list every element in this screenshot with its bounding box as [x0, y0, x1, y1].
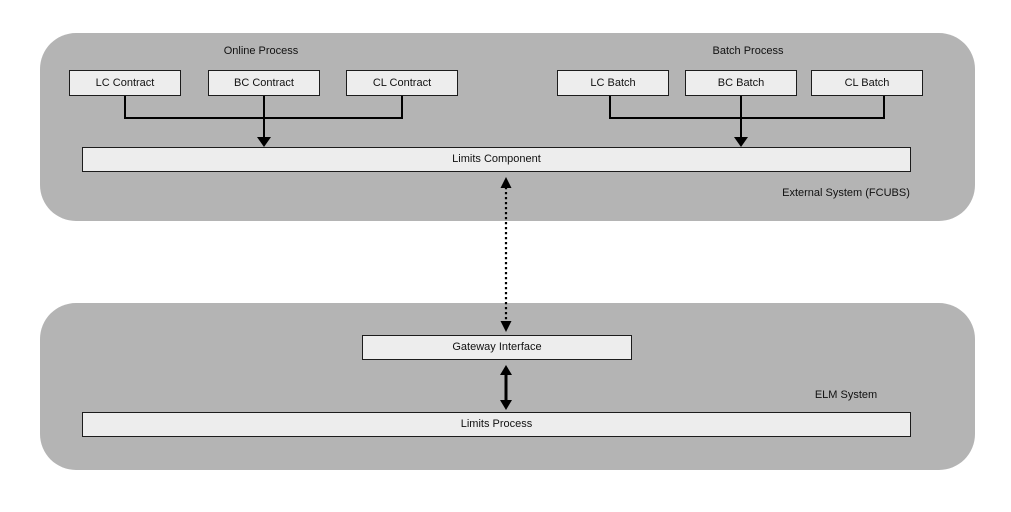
cl-contract-box: CL Contract — [346, 70, 458, 96]
limits-component-bar: Limits Component — [82, 147, 911, 172]
lc-batch-box: LC Batch — [557, 70, 669, 96]
limits-process-bar: Limits Process — [82, 412, 911, 437]
gateway-interface-box: Gateway Interface — [362, 335, 632, 360]
elm-system-label: ELM System — [814, 389, 878, 401]
lc-contract-box: LC Contract — [69, 70, 181, 96]
external-system-label: External System (FCUBS) — [782, 187, 910, 199]
batch-process-title: Batch Process — [712, 45, 784, 57]
cl-batch-box: CL Batch — [811, 70, 923, 96]
online-process-title: Online Process — [223, 45, 299, 57]
elm-system-container — [40, 303, 975, 470]
bc-batch-box: BC Batch — [685, 70, 797, 96]
bc-contract-box: BC Contract — [208, 70, 320, 96]
